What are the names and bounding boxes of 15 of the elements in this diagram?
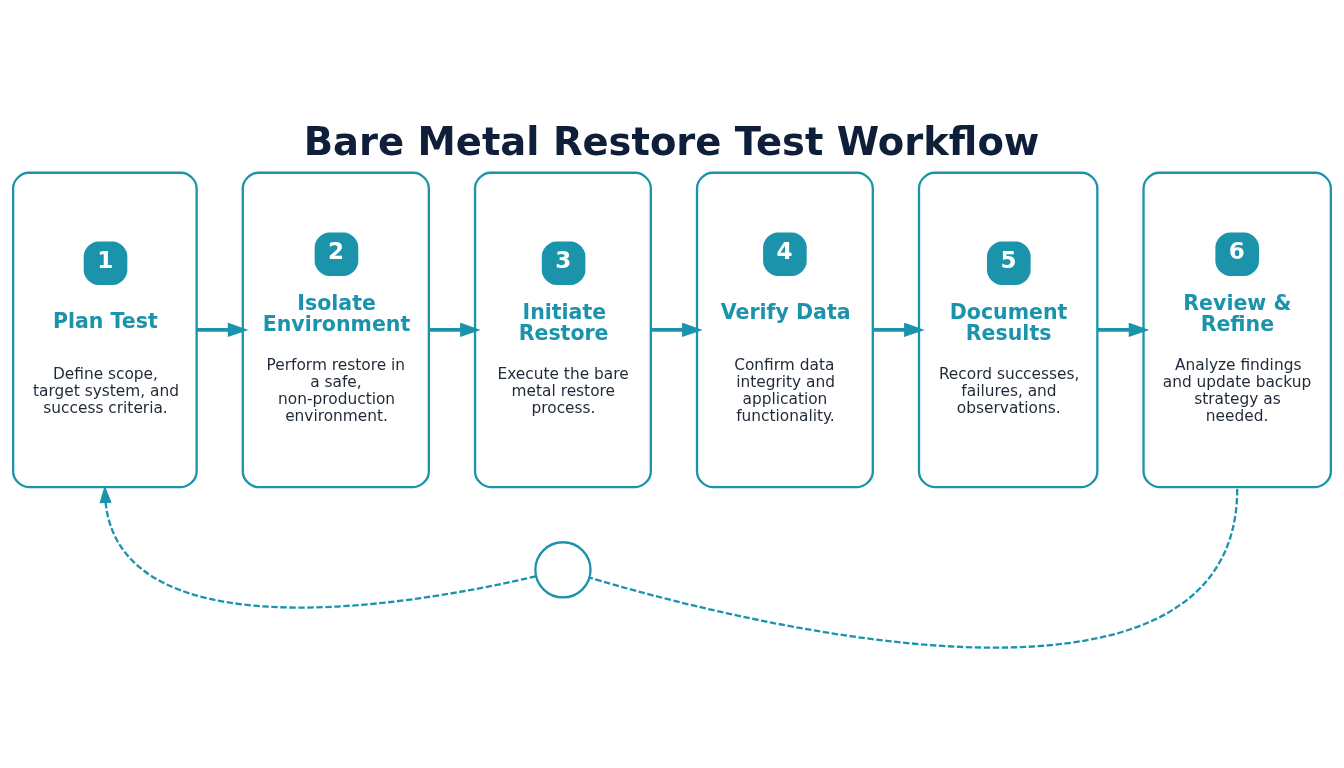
arrow: [873, 322, 925, 338]
node-box: 5 Document Results Record successes, failures, and observations.: [917, 171, 1099, 489]
arrow: [99, 485, 537, 609]
arrow: [1097, 322, 1150, 338]
diagram-title: Bare Metal Restore Test Workflow: [303, 118, 1040, 164]
arrow: [429, 322, 481, 338]
connector: [589, 488, 1239, 648]
node-box: 3 Initiate Restore Execute the bare metal restore process.: [473, 171, 652, 489]
node-circle: [534, 541, 592, 599]
arrow: [196, 322, 249, 338]
node-box: 4 Verify Data Confirm data integrity and application functionality.: [695, 171, 874, 489]
node-box: 1 Plan Test Define scope, target system, and success criteria.: [11, 171, 198, 489]
node-box: 6 Review & Refine Analyze findings and update backup strategy as needed.: [1142, 171, 1333, 489]
node-box: 2 Isolate Environment Perform restore in a safe, non-production environment.: [241, 171, 430, 489]
arrow: [650, 322, 703, 338]
